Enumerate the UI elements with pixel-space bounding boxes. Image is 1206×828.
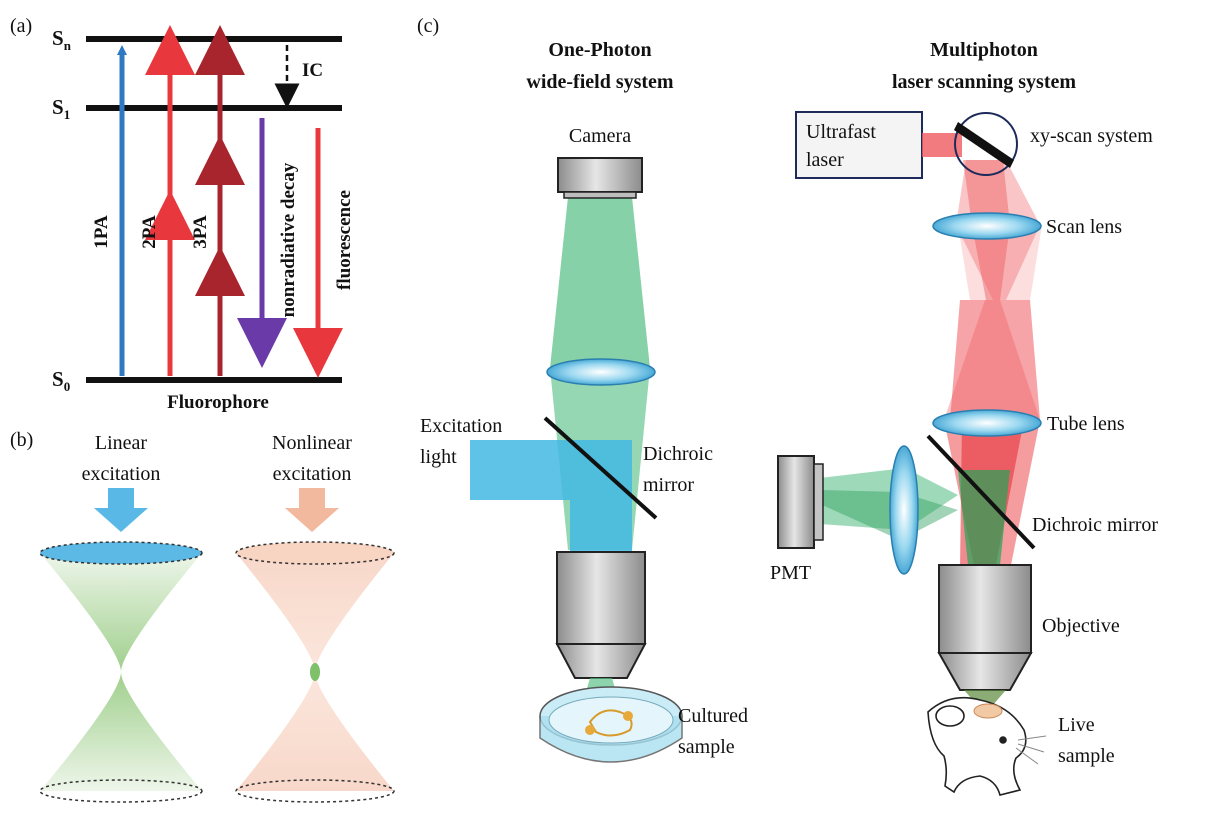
one-photon-title-1: One-Photon bbox=[548, 39, 651, 61]
mouse-cranial-window bbox=[973, 703, 1003, 719]
neuron-1 bbox=[585, 725, 595, 735]
fluorophore-label: Fluorophore bbox=[167, 392, 269, 413]
pmt-label: PMT bbox=[770, 562, 811, 584]
nonlinear-excitation-arrow bbox=[285, 488, 339, 532]
mouse-eye bbox=[999, 736, 1007, 744]
neuron-2 bbox=[623, 711, 633, 721]
one-photon-title-2: wide-field system bbox=[526, 71, 674, 93]
live-label-2: sample bbox=[1058, 745, 1115, 767]
scan-lens bbox=[932, 212, 1042, 240]
linear-label-1: Linear bbox=[95, 432, 148, 454]
pmt-window bbox=[813, 463, 824, 541]
scan-beam-e bbox=[944, 300, 1040, 420]
nonlinear-cone-top bbox=[235, 541, 395, 565]
dichroic-mirror-label: Dichroic mirror bbox=[1032, 514, 1158, 536]
label-nonradiative: nonradiative decay bbox=[278, 162, 299, 317]
linear-cone bbox=[40, 553, 202, 791]
level-s1-label: S1 bbox=[52, 95, 70, 122]
mp-dichroic bbox=[926, 434, 1036, 550]
camera-body bbox=[557, 157, 643, 193]
pmt-body bbox=[777, 455, 815, 549]
one-photon-objective-tip bbox=[555, 643, 647, 679]
cultured-label-1: Cultured bbox=[678, 705, 748, 727]
ultrafast-label-1: Ultrafast bbox=[806, 121, 876, 143]
label-1pa: 1PA bbox=[91, 215, 112, 249]
panel-a: (a) Sn S1 S0 IC 1PA 2PA 3PA nonradiative… bbox=[10, 15, 355, 413]
panel-b-label: (b) bbox=[10, 429, 33, 451]
mp-objective-tip bbox=[937, 652, 1033, 691]
camera-mount bbox=[563, 191, 637, 199]
nonlinear-label-2: excitation bbox=[273, 463, 352, 485]
multiphoton-title-1: Multiphoton bbox=[930, 39, 1038, 61]
linear-cone-top bbox=[39, 541, 203, 565]
scan-beam-c bbox=[958, 225, 1042, 300]
panel-a-label: (a) bbox=[10, 15, 32, 37]
xy-scan-mirror bbox=[954, 122, 1014, 168]
linear-label-2: excitation bbox=[82, 463, 161, 485]
ultrafast-label-2: laser bbox=[806, 149, 844, 171]
panel-c-label: (c) bbox=[417, 15, 439, 37]
scan-beam-d bbox=[950, 300, 1040, 420]
objective-label: Objective bbox=[1042, 615, 1120, 637]
label-2pa: 2PA bbox=[139, 215, 160, 249]
mouse-ear bbox=[935, 705, 965, 727]
nonlinear-cone-bottom bbox=[235, 779, 395, 803]
nonlinear-cone bbox=[236, 553, 394, 791]
mp-green-to-pmt-2 bbox=[820, 490, 958, 540]
mouse-whiskers bbox=[1015, 735, 1047, 765]
one-photon-lens bbox=[546, 358, 656, 386]
ultrafast-laser-box bbox=[795, 111, 923, 179]
cultured-neurons bbox=[588, 709, 633, 737]
camera-label: Camera bbox=[569, 125, 631, 147]
label-3pa: 3PA bbox=[190, 215, 211, 249]
xy-scan-label: xy-scan system bbox=[1030, 125, 1153, 147]
label-fluorescence: fluorescence bbox=[334, 190, 355, 290]
level-sn-label: Sn bbox=[52, 26, 72, 53]
excitation-beam-down bbox=[570, 500, 632, 552]
linear-excitation-arrow bbox=[94, 488, 148, 532]
multiphoton-title-2: laser scanning system bbox=[892, 71, 1076, 93]
cultured-label-2: sample bbox=[678, 736, 735, 758]
excitation-label-1: Excitation bbox=[420, 415, 502, 437]
dichroic-label-2: mirror bbox=[643, 474, 694, 496]
one-photon-dichroic bbox=[543, 416, 658, 520]
pmt-lens bbox=[889, 445, 919, 575]
linear-cone-bottom bbox=[39, 779, 203, 803]
tube-lens bbox=[932, 409, 1042, 437]
xy-scan-circle bbox=[954, 112, 1018, 176]
mp-green-emission bbox=[958, 470, 1010, 565]
level-s0-label: S0 bbox=[52, 367, 70, 394]
tube-lens-label: Tube lens bbox=[1047, 413, 1125, 435]
mp-objective-body bbox=[938, 564, 1032, 654]
excitation-label-2: light bbox=[420, 446, 457, 468]
one-photon-objective-body bbox=[556, 551, 646, 645]
petri-dish-medium bbox=[548, 696, 674, 744]
excitation-beam bbox=[470, 440, 632, 500]
mp-green-to-pmt bbox=[820, 468, 958, 530]
ic-label: IC bbox=[302, 60, 323, 81]
one-photon-green-beam-upper bbox=[550, 197, 650, 368]
scan-lens-label: Scan lens bbox=[1046, 216, 1122, 238]
nonlinear-focal-spot bbox=[310, 663, 320, 681]
live-label-1: Live bbox=[1058, 714, 1095, 736]
dichroic-label-1: Dichroic bbox=[643, 443, 713, 465]
nonlinear-label-1: Nonlinear bbox=[272, 432, 352, 454]
panel-c: (c) One-Photon wide-field system Camera … bbox=[417, 15, 1158, 796]
panel-b: (b) Linear excitation Nonlinear excitati… bbox=[10, 429, 395, 803]
